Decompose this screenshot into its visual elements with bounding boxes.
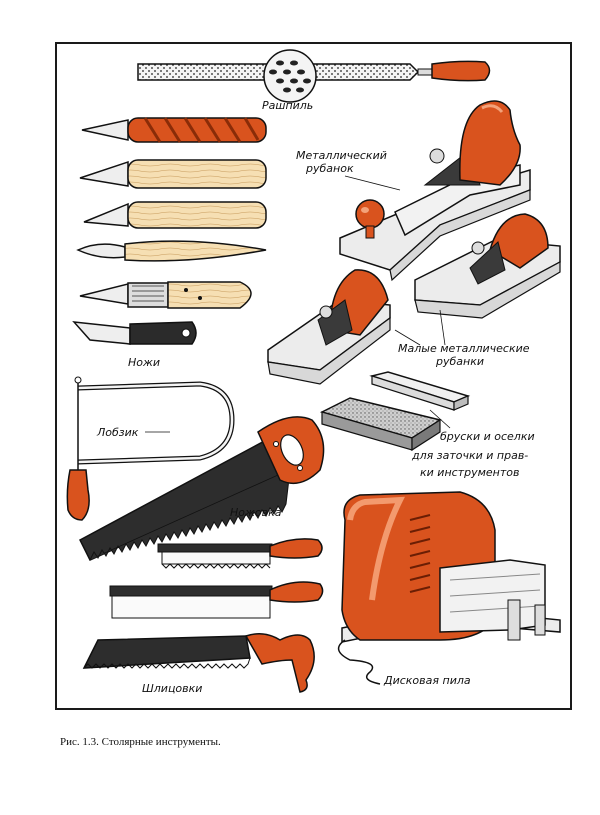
rasp-tool <box>137 49 491 103</box>
label-whetstones-line1: бруски и оселки <box>440 430 535 443</box>
knife-2 <box>79 159 267 189</box>
label-metal-plane-line1: Металлический <box>296 149 387 162</box>
knife-4 <box>76 240 267 262</box>
backsaw-1 <box>157 538 323 569</box>
label-knives: Ножи <box>128 356 161 369</box>
knife-5 <box>79 281 252 309</box>
rasp-magnifier <box>263 49 317 103</box>
label-whetstones-line3: ки инструментов <box>420 466 520 479</box>
small-plane-2 <box>414 213 561 319</box>
figure-caption: Рис. 1.3. Столярные инструменты. <box>60 736 221 748</box>
circular-saw <box>337 491 561 685</box>
label-metal-plane-line2: рубанок <box>306 162 354 175</box>
label-handsaw: Ножовка <box>230 506 282 519</box>
handsaw <box>79 416 325 561</box>
label-small-planes-line2: рубанки <box>436 355 485 368</box>
metal-plane <box>339 100 531 282</box>
backsaw-3 <box>82 633 315 693</box>
figure-number: Рис. 1.3. <box>60 736 99 748</box>
leader-lines <box>145 175 451 433</box>
label-rasp: Рашпиль <box>262 99 314 112</box>
label-whetstones-line2: для заточки и прав- <box>412 449 529 462</box>
knife-1 <box>81 117 267 143</box>
label-backsaws: Шлицовки <box>142 682 203 695</box>
knife-3 <box>83 201 267 229</box>
whetstone-1 <box>369 371 471 411</box>
knife-6 <box>72 321 197 345</box>
label-fretsaw: Лобзик <box>97 426 139 439</box>
fretsaw <box>66 376 235 521</box>
small-plane-1 <box>267 269 391 385</box>
backsaw-2 <box>109 581 324 619</box>
label-small-planes-line1: Малые металлические <box>398 342 530 355</box>
label-circular-saw: Дисковая пила <box>384 674 471 687</box>
whetstone-2 <box>319 397 442 452</box>
figure-caption-text: Столярные инструменты. <box>101 736 221 748</box>
